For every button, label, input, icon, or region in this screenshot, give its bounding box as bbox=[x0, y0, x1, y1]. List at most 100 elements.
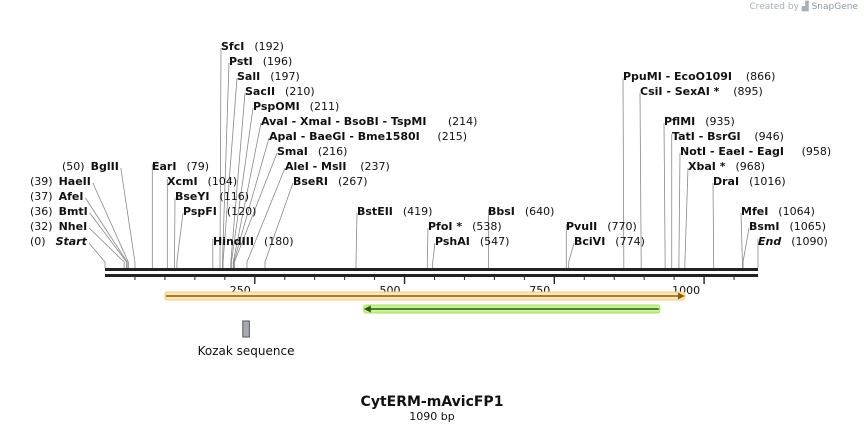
site-position: (547) bbox=[480, 235, 510, 248]
site-name[interactable]: BstEII bbox=[357, 205, 393, 218]
site-line-20 bbox=[264, 182, 294, 268]
site-line-5 bbox=[120, 167, 136, 268]
site-line-17 bbox=[233, 137, 270, 268]
site-name[interactable]: BmtI bbox=[59, 205, 88, 218]
site-line-34 bbox=[740, 212, 743, 268]
site-position: (192) bbox=[254, 40, 284, 53]
credit-brand: SnapGene bbox=[811, 2, 858, 12]
site-name[interactable]: AfeI bbox=[59, 190, 84, 203]
site-line-14 bbox=[230, 92, 246, 268]
site-name[interactable]: AvaI - XmaI - BsoBI - TspMI bbox=[261, 115, 426, 128]
site-position: (419) bbox=[403, 205, 433, 218]
snapgene-logo-icon: ▟ bbox=[801, 2, 809, 12]
site-name[interactable]: XbaI * bbox=[688, 160, 726, 173]
site-name[interactable]: Start bbox=[56, 235, 88, 248]
site-line-15 bbox=[231, 107, 254, 268]
site-name[interactable]: SfcI bbox=[221, 40, 244, 53]
site-position: (104) bbox=[208, 175, 238, 188]
credit-prefix: Created by bbox=[749, 2, 799, 12]
site-position: (210) bbox=[285, 85, 315, 98]
site-line-19 bbox=[246, 167, 286, 268]
site-name[interactable]: MfeI bbox=[741, 205, 768, 218]
site-position: (866) bbox=[746, 70, 776, 83]
site-name[interactable]: BglII bbox=[91, 160, 119, 173]
site-name[interactable]: BsmI bbox=[749, 220, 780, 233]
site-position: (215) bbox=[437, 130, 467, 143]
site-labels-group: Start (0) NheI (32) BmtI (36) AfeI (37) HaeII (39… bbox=[30, 40, 831, 248]
site-name[interactable]: PfoI * bbox=[428, 220, 462, 233]
site-name[interactable]: NotI - EaeI - EagI bbox=[680, 145, 784, 158]
site-line-1 bbox=[88, 227, 125, 268]
kozak-sequence-box[interactable] bbox=[242, 320, 250, 338]
site-name[interactable]: SacII bbox=[245, 85, 275, 98]
site-name[interactable]: HaeII bbox=[59, 175, 91, 188]
site-position: (211) bbox=[310, 100, 340, 113]
site-line-35 bbox=[742, 227, 750, 268]
site-position: (0) bbox=[30, 235, 46, 248]
site-name[interactable]: NheI bbox=[59, 220, 88, 233]
site-position: (946) bbox=[754, 130, 784, 143]
site-name[interactable]: BbsI bbox=[488, 205, 515, 218]
site-name[interactable]: PpuMI - EcoO109I bbox=[623, 70, 732, 83]
site-name[interactable]: XcmI bbox=[167, 175, 198, 188]
site-line-29 bbox=[663, 122, 666, 268]
features-group: Kozak sequence bbox=[164, 291, 686, 358]
site-position: (267) bbox=[338, 175, 368, 188]
site-name[interactable]: CsiI - SexAI * bbox=[640, 85, 720, 98]
site-position: (237) bbox=[360, 160, 390, 173]
site-line-26 bbox=[568, 242, 575, 268]
site-line-8 bbox=[174, 197, 176, 268]
kozak-sequence-label: Kozak sequence bbox=[198, 344, 295, 358]
site-position: (39) bbox=[30, 175, 53, 188]
site-name[interactable]: PflMI bbox=[664, 115, 695, 128]
site-name[interactable]: PspOMI bbox=[253, 100, 300, 113]
site-name[interactable]: SalI bbox=[237, 70, 260, 83]
site-line-2 bbox=[89, 212, 127, 268]
map-length: 1090 bp bbox=[409, 410, 454, 423]
site-position: (1016) bbox=[749, 175, 786, 188]
site-position: (79) bbox=[186, 160, 209, 173]
site-position: (1090) bbox=[791, 235, 828, 248]
site-name[interactable]: DraI bbox=[713, 175, 739, 188]
site-name[interactable]: BseYI bbox=[175, 190, 209, 203]
site-position: (1064) bbox=[778, 205, 815, 218]
site-position: (770) bbox=[607, 220, 637, 233]
site-position: (538) bbox=[472, 220, 502, 233]
site-position: (640) bbox=[525, 205, 555, 218]
site-name[interactable]: ApaI - BaeGI - Bme1580I bbox=[269, 130, 420, 143]
site-name[interactable]: PshAI bbox=[435, 235, 470, 248]
site-name[interactable]: BseRI bbox=[293, 175, 328, 188]
site-name[interactable]: End bbox=[758, 235, 781, 248]
site-position: (968) bbox=[735, 160, 765, 173]
site-line-18 bbox=[234, 152, 278, 268]
site-position: (116) bbox=[219, 190, 249, 203]
site-position: (958) bbox=[802, 145, 832, 158]
site-position: (214) bbox=[448, 115, 478, 128]
site-line-23 bbox=[432, 242, 436, 268]
site-position: (120) bbox=[227, 205, 257, 218]
site-line-3 bbox=[85, 197, 128, 268]
site-position: (50) bbox=[62, 160, 85, 173]
site-position: (32) bbox=[30, 220, 53, 233]
site-name[interactable]: PspFI bbox=[183, 205, 217, 218]
site-name[interactable]: EarI bbox=[152, 160, 176, 173]
site-position: (36) bbox=[30, 205, 53, 218]
site-line-33 bbox=[712, 182, 715, 268]
site-position: (216) bbox=[318, 145, 348, 158]
site-position: (180) bbox=[264, 235, 294, 248]
site-line-13 bbox=[222, 77, 238, 268]
site-line-28 bbox=[639, 92, 642, 268]
site-name[interactable]: AleI - MslI bbox=[285, 160, 346, 173]
site-line-16 bbox=[232, 122, 262, 268]
site-name[interactable]: PstI bbox=[229, 55, 253, 68]
site-line-9 bbox=[176, 212, 184, 268]
site-name[interactable]: TatI - BsrGI bbox=[672, 130, 741, 143]
site-name[interactable]: SmaI bbox=[277, 145, 308, 158]
site-line-11 bbox=[219, 47, 222, 268]
site-position: (37) bbox=[30, 190, 53, 203]
site-name[interactable]: HindIII bbox=[213, 235, 254, 248]
site-line-32 bbox=[684, 167, 689, 268]
site-position: (935) bbox=[705, 115, 735, 128]
site-name[interactable]: PvuII bbox=[566, 220, 597, 233]
site-name[interactable]: BciVI bbox=[574, 235, 605, 248]
